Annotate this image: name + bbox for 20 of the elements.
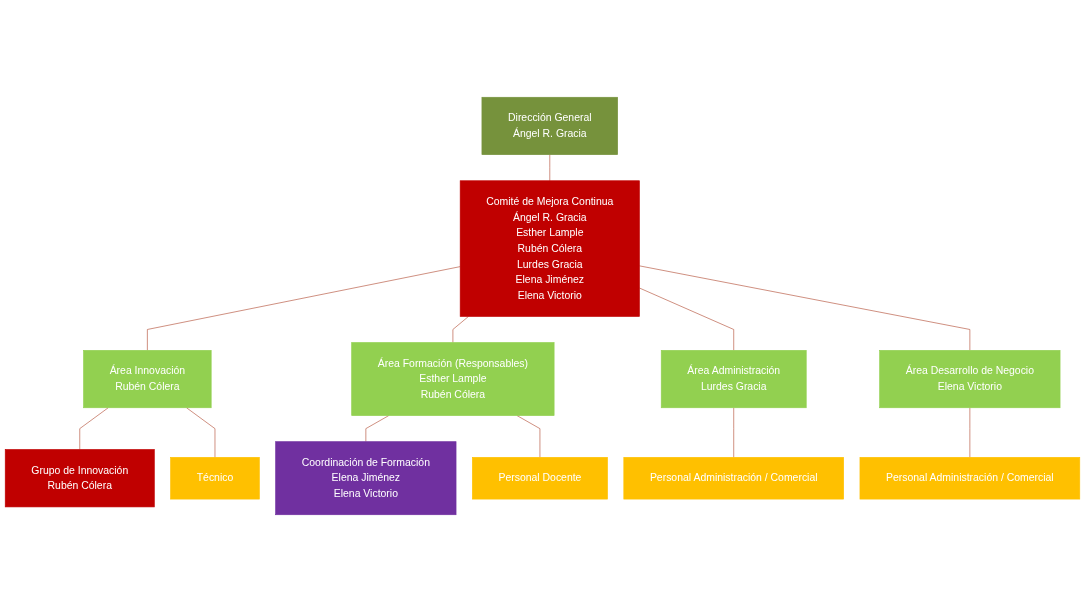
node-box: Área Administración Lurdes Gracia: [660, 350, 807, 409]
node-box: Área Formación (Responsables) Esther Lample Rubén Cólera: [351, 342, 555, 416]
connector: [186, 407, 216, 458]
node-box: Coordinación de Formación Elena Jiménez Elena Victorio: [275, 441, 457, 516]
node-box: Comité de Mejora Continua Ángel R. Gracia Esther Lample Rubén Cólera Lurdes Gracia Elena Jiménez Elena Victorio: [459, 180, 640, 317]
node-box: Personal Docente: [472, 457, 608, 500]
connector: [549, 154, 551, 182]
connector: [639, 287, 735, 351]
connector: [79, 407, 109, 450]
node-box: Grupo de Innovación Rubén Cólera: [4, 449, 155, 508]
connector: [147, 266, 461, 351]
node-box: Área Desarrollo de Negocio Elena Victorio: [879, 350, 1061, 409]
node-box: Técnico: [170, 457, 260, 500]
connector: [452, 316, 469, 343]
node-box: Personal Administración / Comercial: [623, 457, 844, 500]
node-box: Dirección General Ángel R. Gracia: [481, 96, 618, 155]
node-box: Área Innovación Rubén Cólera: [83, 350, 212, 409]
node-box: Personal Administración / Comercial: [859, 457, 1081, 500]
connector: [365, 415, 390, 442]
connector: [639, 265, 971, 351]
